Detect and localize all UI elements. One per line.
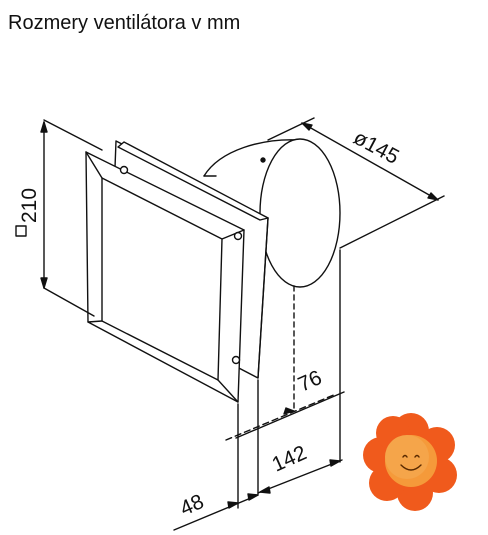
body-depth-dimension — [235, 391, 345, 494]
square-section-icon — [15, 225, 27, 237]
height-dimension-label: 210 — [18, 188, 41, 223]
cover-screws — [119, 165, 243, 365]
smiling-flower-icon — [363, 413, 457, 511]
diameter-dimension — [267, 117, 445, 249]
inner-depth-dimension — [225, 393, 337, 441]
depth-extension-lines — [237, 249, 341, 509]
front-depth-label: 48 — [177, 490, 208, 521]
page-title: Rozmery ventilátora v mm — [8, 12, 241, 34]
height-dimension — [40, 119, 103, 317]
body-screw-dot — [260, 157, 266, 163]
diameter-dimension-label: ø145 — [350, 126, 403, 169]
body-depth-label: 142 — [269, 441, 310, 476]
inner-depth-label: 76 — [295, 366, 326, 397]
front-depth-dimension — [173, 493, 259, 531]
front-cover — [85, 151, 245, 403]
